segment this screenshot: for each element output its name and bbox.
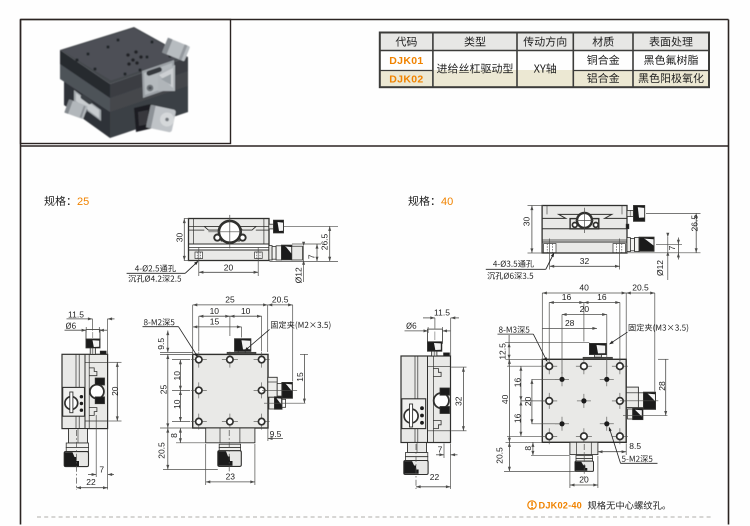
- svg-text:Ø12: Ø12: [293, 267, 303, 283]
- svg-text:DJK01: DJK01: [389, 55, 423, 67]
- svg-text:8.5: 8.5: [629, 441, 641, 451]
- svg-text:9.5: 9.5: [270, 429, 282, 439]
- svg-text:20: 20: [579, 475, 589, 485]
- svg-text:9.5: 9.5: [156, 338, 166, 350]
- svg-text:40: 40: [579, 283, 589, 293]
- svg-text:20: 20: [224, 262, 234, 272]
- svg-text:25: 25: [159, 385, 169, 395]
- svg-text:10: 10: [241, 306, 251, 316]
- svg-text:16: 16: [513, 413, 523, 423]
- svg-text:8: 8: [523, 446, 533, 451]
- svg-text:30: 30: [175, 233, 185, 243]
- svg-text:15: 15: [210, 317, 220, 327]
- svg-text:25: 25: [77, 196, 89, 208]
- svg-text:30: 30: [522, 217, 532, 227]
- svg-text:7: 7: [99, 465, 104, 475]
- svg-text:16: 16: [562, 292, 572, 302]
- svg-text:40: 40: [500, 394, 510, 404]
- svg-text:22: 22: [430, 472, 440, 482]
- svg-text:23: 23: [226, 472, 236, 482]
- svg-text:7: 7: [667, 245, 677, 250]
- svg-text:DJK02-40: DJK02-40: [539, 501, 582, 511]
- svg-text:20: 20: [580, 304, 590, 314]
- svg-text:16: 16: [597, 292, 607, 302]
- svg-text:Ø12: Ø12: [655, 260, 665, 276]
- svg-text:20: 20: [523, 396, 533, 406]
- svg-text:20.5: 20.5: [495, 447, 505, 464]
- svg-text:26.5: 26.5: [689, 215, 699, 232]
- svg-text:16: 16: [513, 378, 523, 388]
- svg-text:11.5: 11.5: [68, 310, 84, 320]
- svg-text:10: 10: [210, 306, 220, 316]
- svg-text:25: 25: [225, 295, 235, 305]
- svg-text:32: 32: [580, 256, 590, 266]
- svg-text:11.5: 11.5: [434, 308, 450, 318]
- svg-text:8: 8: [169, 433, 179, 438]
- svg-text:12.5: 12.5: [498, 343, 508, 360]
- svg-text:26.5: 26.5: [319, 233, 329, 250]
- svg-text:20.5: 20.5: [272, 295, 289, 305]
- svg-text:28: 28: [565, 318, 575, 328]
- svg-text:7: 7: [307, 254, 317, 259]
- svg-text:28: 28: [657, 381, 667, 391]
- svg-text:22: 22: [86, 477, 96, 487]
- svg-text:10: 10: [172, 399, 182, 409]
- svg-text:15: 15: [295, 372, 305, 382]
- svg-text:20: 20: [110, 386, 120, 396]
- svg-text:10: 10: [172, 371, 182, 381]
- svg-text:7: 7: [438, 445, 443, 455]
- svg-text:40: 40: [441, 196, 453, 208]
- svg-text:20.5: 20.5: [632, 283, 649, 293]
- svg-text:DJK02: DJK02: [389, 73, 423, 85]
- svg-text:20.5: 20.5: [157, 442, 167, 459]
- svg-text:32: 32: [454, 396, 464, 406]
